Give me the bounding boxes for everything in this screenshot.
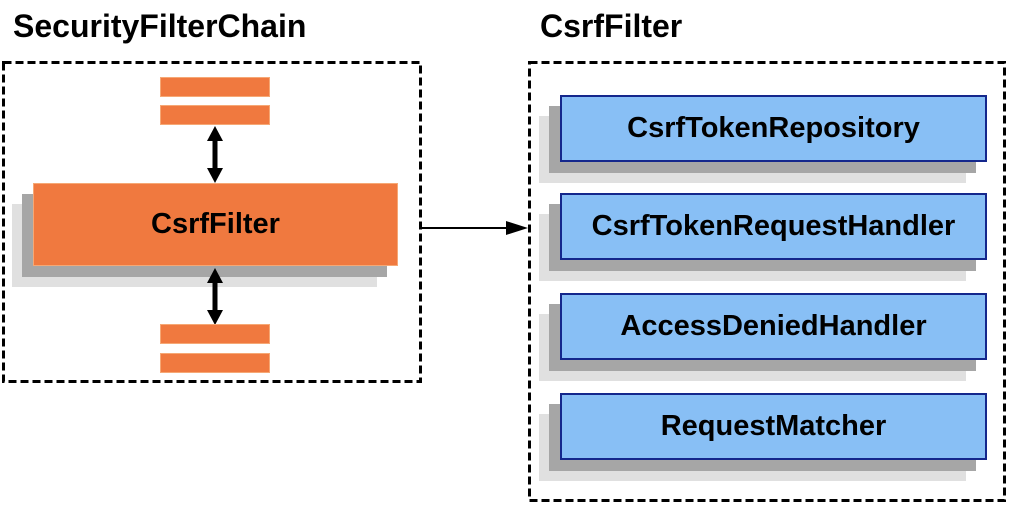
security-filter-chain-title: SecurityFilterChain — [13, 8, 307, 44]
security-filter-chain-boundary — [2, 61, 422, 383]
other-filter-bar-bottom-2 — [160, 353, 270, 373]
other-filter-bar-top-1 — [160, 77, 270, 97]
component-box-csrf-token-request-handler: CsrfTokenRequestHandler — [560, 193, 987, 260]
csrf-filter-node-label: CsrfFilter — [151, 208, 280, 240]
component-box-request-matcher: RequestMatcher — [560, 393, 987, 460]
bidirectional-arrow-bottom-icon — [207, 268, 223, 325]
component-label: CsrfTokenRequestHandler — [591, 210, 956, 242]
other-filter-bar-bottom-1 — [160, 324, 270, 344]
component-label: CsrfTokenRepository — [627, 112, 920, 144]
other-filter-bar-top-2 — [160, 105, 270, 125]
csrf-filter-title: CsrfFilter — [540, 8, 683, 44]
component-label: RequestMatcher — [660, 410, 887, 442]
component-box-csrf-token-repository: CsrfTokenRepository — [560, 95, 987, 162]
component-label: AccessDeniedHandler — [620, 310, 927, 342]
flow-arrow-icon — [422, 221, 528, 235]
bidirectional-arrow-top-icon — [207, 126, 223, 183]
csrf-filter-node: CsrfFilter — [33, 183, 398, 266]
component-box-access-denied-handler: AccessDeniedHandler — [560, 293, 987, 360]
